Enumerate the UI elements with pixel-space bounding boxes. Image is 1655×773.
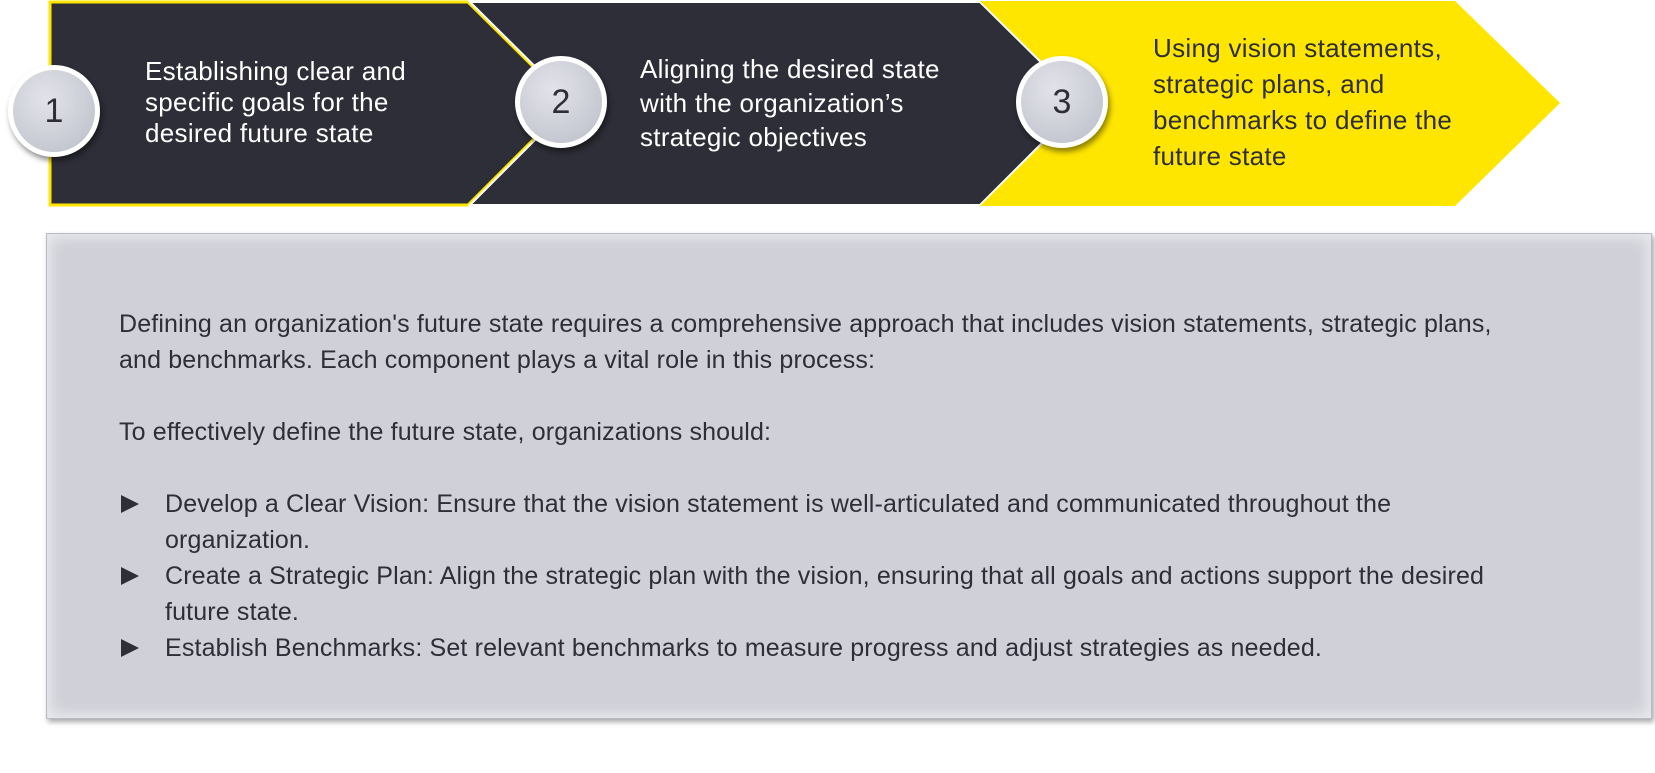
step-1-chevron <box>48 0 573 207</box>
step-3-text: Using vision statements, strategic plans… <box>1153 30 1452 174</box>
step-2-line-1: Aligning the desired state <box>640 54 940 84</box>
bullet-text-strategic-plan: Create a Strategic Plan: Align the strat… <box>165 562 1485 626</box>
step-3-line-3: benchmarks to define the <box>1153 105 1453 135</box>
step-3-line-2: strategic plans, and <box>1153 69 1385 99</box>
panel-content: Defining an organization's future state … <box>119 306 1539 666</box>
step-1-line-3: desired future state <box>145 118 374 148</box>
step-3-line-4: future state <box>1153 141 1287 171</box>
list-item: Create a Strategic Plan: Align the strat… <box>119 558 1539 630</box>
description-panel: Defining an organization's future state … <box>46 233 1652 719</box>
step-2-text: Aligning the desired state with the orga… <box>640 52 940 154</box>
step-2-line-3: strategic objectives <box>640 122 868 152</box>
triangle-right-icon <box>121 567 139 585</box>
panel-intro: Defining an organization's future state … <box>119 310 1492 374</box>
step-1-line-2: specific goals for the <box>145 87 389 117</box>
step-3-line-1: Using vision statements, <box>1153 33 1442 63</box>
step-2-line-2: with the organization’s <box>640 88 904 118</box>
list-item: Establish Benchmarks: Set relevant bench… <box>119 630 1539 666</box>
panel-lead: To effectively define the future state, … <box>119 418 772 446</box>
step-3-chevron <box>980 1 1560 206</box>
step-2-number-badge: 2 <box>515 56 607 148</box>
step-1-line-1: Establishing clear and <box>145 56 406 86</box>
bullet-list: Develop a Clear Vision: Ensure that the … <box>119 486 1539 666</box>
bullet-text-benchmarks: Establish Benchmarks: Set relevant bench… <box>165 634 1322 662</box>
bullet-text-clear-vision: Develop a Clear Vision: Ensure that the … <box>165 490 1392 554</box>
step-1-number-badge: 1 <box>8 65 100 157</box>
list-item: Develop a Clear Vision: Ensure that the … <box>119 486 1539 558</box>
triangle-right-icon <box>121 639 139 657</box>
step-3-number-badge: 3 <box>1016 56 1108 148</box>
step-1-text: Establishing clear and specific goals fo… <box>145 56 406 149</box>
triangle-right-icon <box>121 495 139 513</box>
